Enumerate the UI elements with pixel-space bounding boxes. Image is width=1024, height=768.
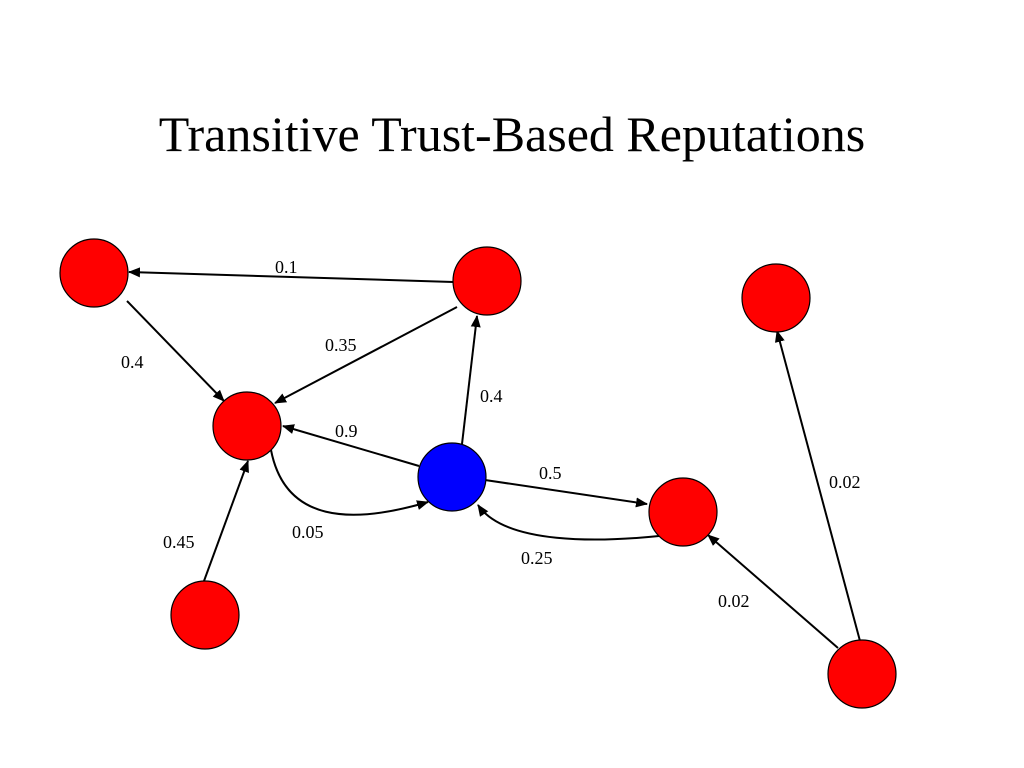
edge-label-e6: 0.05: [292, 522, 324, 542]
node-n5: [170, 580, 240, 650]
node-n6: [648, 477, 718, 547]
edge-labels: 0.1 0.4 0.35 0.4 0.9 0.05 0.45 0.5 0.25 …: [121, 257, 861, 611]
node-n1: [59, 238, 129, 308]
edge-e5: [282, 424, 420, 467]
edge-label-e3: 0.35: [325, 335, 357, 355]
edge-label-e1: 0.1: [275, 257, 298, 277]
edge-label-e10: 0.02: [718, 591, 750, 611]
edge-e7: [203, 460, 249, 582]
edge-e9: [477, 504, 660, 541]
edge-label-e7: 0.45: [163, 532, 195, 552]
edge-e8: [484, 479, 648, 508]
node-n4: [741, 263, 811, 333]
nodes: [59, 238, 897, 709]
edge-e10: [707, 534, 839, 649]
edge-e2: [126, 300, 225, 402]
node-n7: [827, 639, 897, 709]
edge-label-e4: 0.4: [480, 386, 503, 406]
edge-label-e11: 0.02: [829, 472, 861, 492]
edge-label-e9: 0.25: [521, 548, 553, 568]
edges: [126, 267, 861, 649]
edge-label-e8: 0.5: [539, 463, 562, 483]
edge-e1: [128, 267, 454, 283]
edge-label-e5: 0.9: [335, 421, 358, 441]
edge-e3: [274, 306, 458, 404]
edge-label-e2: 0.4: [121, 352, 144, 372]
slide-title: Transitive Trust-Based Reputations: [158, 106, 866, 162]
node-n2: [452, 246, 522, 316]
node-center: [417, 442, 487, 512]
edge-e11: [775, 330, 861, 642]
node-n3: [212, 391, 282, 461]
edge-e6: [270, 449, 429, 516]
edge-e4: [461, 315, 481, 445]
